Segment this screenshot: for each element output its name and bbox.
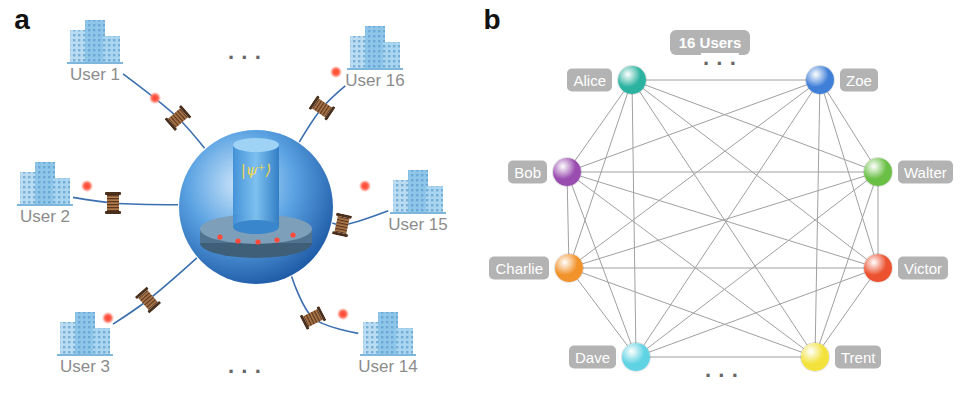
name-tag: Walter: [898, 161, 953, 184]
photon-dot: [330, 66, 342, 78]
user-site: User 3: [57, 310, 113, 377]
photons: [81, 66, 371, 324]
photon-dot: [337, 308, 349, 320]
ellipsis: · · ·: [226, 47, 264, 69]
user-label: User 1: [70, 65, 120, 85]
user-label: User 16: [345, 71, 405, 91]
fiber-spools: [105, 95, 352, 330]
network-link: [645, 85, 865, 167]
optical-fiber: [299, 86, 345, 142]
network-link: [582, 273, 802, 352]
network-link: [823, 279, 870, 345]
user-label: User 14: [358, 357, 418, 377]
building-icon: [390, 168, 446, 214]
user-node: Walter: [864, 158, 892, 186]
fiber-spool: [300, 306, 327, 330]
fiber-spool: [105, 192, 121, 214]
user-node: Dave: [622, 343, 650, 371]
network-link: [640, 92, 808, 346]
user-site: User 2: [17, 160, 73, 227]
photon-dot: [149, 92, 161, 104]
network-link: [878, 186, 879, 254]
network-link: [650, 357, 801, 358]
count-tag: 16 Users: [670, 30, 751, 55]
photon-dot: [359, 180, 371, 192]
building-icon: [57, 310, 113, 356]
network-link: [583, 268, 864, 269]
name-tag: Alice: [567, 69, 612, 92]
photon-dot: [102, 312, 114, 324]
user-node: Victor: [864, 254, 892, 282]
ellipsis: · · ·: [701, 53, 739, 75]
user-node: Trent: [801, 343, 829, 371]
fiber-spool: [332, 213, 352, 238]
building-icon: [360, 310, 416, 356]
ellipsis: · · ·: [226, 361, 264, 383]
optical-fiber: [113, 258, 197, 324]
user-node: Alice: [618, 66, 646, 94]
network-link: [647, 181, 867, 349]
name-tag: Zoe: [840, 69, 878, 92]
fiber-spool: [308, 95, 335, 121]
state-label: |ψ⁺⟩: [178, 161, 334, 179]
building-icon: [347, 24, 403, 70]
ellipsis: · · ·: [703, 365, 741, 387]
network-link: [581, 172, 864, 173]
network-link: [643, 89, 867, 260]
user-label: User 2: [20, 207, 70, 227]
name-tag: Charlie: [489, 257, 549, 280]
network-link: [649, 273, 865, 352]
network-link: [577, 279, 627, 346]
name-tag: Victor: [898, 257, 948, 280]
user-site: User 14: [358, 310, 418, 377]
building-icon: [17, 160, 73, 206]
fiber-spool: [135, 286, 162, 313]
building-icon: [67, 18, 123, 64]
name-tag: Dave: [569, 346, 616, 369]
user-node: Charlie: [555, 254, 583, 282]
user-site: User 16: [345, 24, 405, 91]
network-link: [580, 85, 807, 167]
optical-fiber: [292, 276, 359, 333]
network-link: [580, 176, 864, 264]
panel-letter: a: [12, 6, 32, 34]
optical-fiber: [73, 197, 178, 204]
name-tag: Trent: [835, 346, 881, 369]
network-link: [567, 186, 568, 254]
entanglement-source: |ψ⁺⟩: [178, 129, 334, 285]
entanglement-source: [178, 129, 334, 285]
network-link: [646, 80, 806, 81]
name-tag: Bob: [508, 161, 547, 184]
fiber-spool: [164, 105, 191, 132]
network-link: [580, 88, 809, 259]
network-link: [582, 176, 864, 264]
user-label: User 15: [388, 215, 448, 235]
panel-letter: b: [481, 6, 502, 34]
user-site: User 15: [388, 168, 448, 235]
optical-fiber: [123, 74, 205, 148]
user-site: User 1: [67, 18, 123, 85]
user-label: User 3: [60, 357, 110, 377]
count-label: 16 Users: [679, 34, 742, 51]
user-node: Bob: [553, 158, 581, 186]
photon-dot: [81, 180, 93, 192]
user-node: Zoe: [806, 66, 834, 94]
